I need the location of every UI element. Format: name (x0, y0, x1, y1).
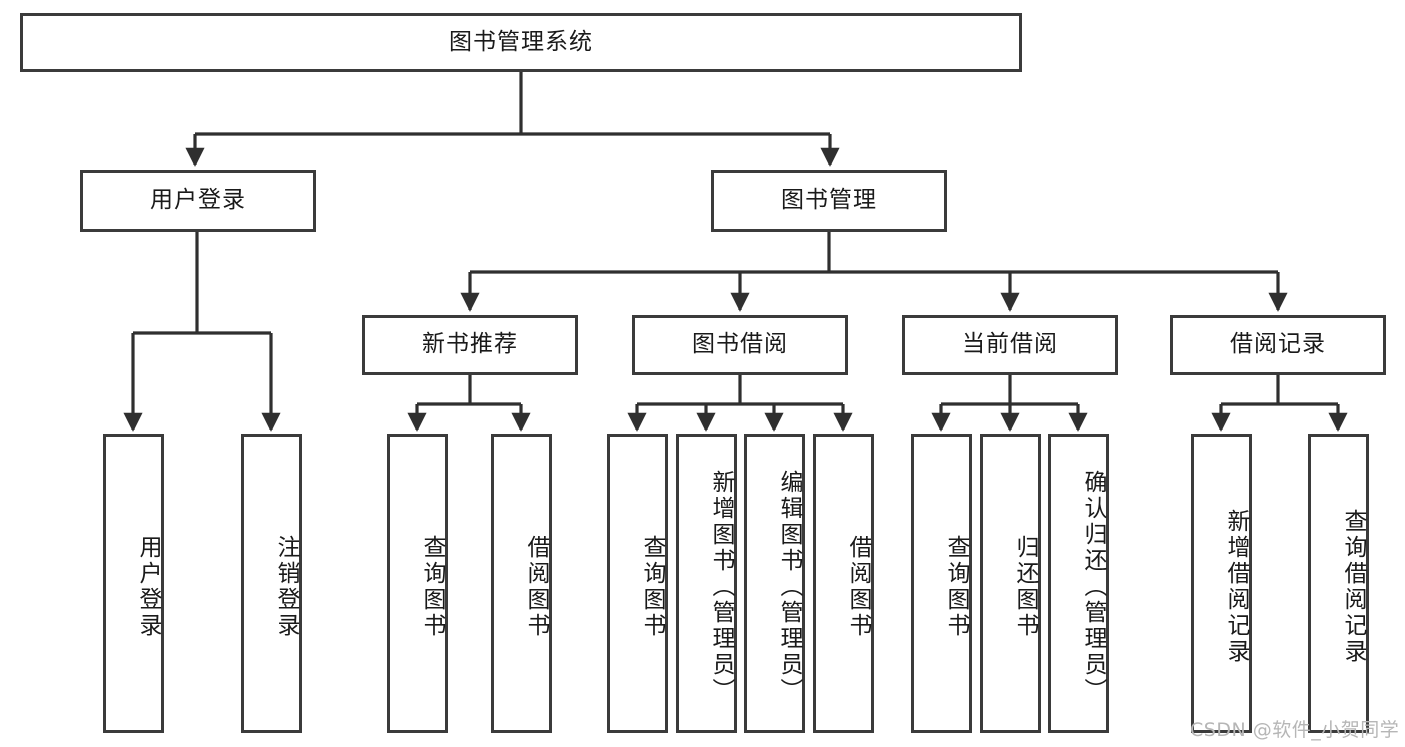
node-user-login[interactable]: 用户登录 (80, 170, 316, 232)
node-leaf-add-book-label: 新增图书（管理员） (708, 469, 734, 704)
node-root-label: 图书管理系统 (449, 28, 593, 55)
node-leaf-query-book-1-label: 查询图书 (419, 534, 445, 639)
node-leaf-return-book[interactable]: 归还图书 (980, 434, 1041, 733)
node-leaf-edit-book-label: 编辑图书（管理员） (776, 469, 802, 704)
node-borrow-record[interactable]: 借阅记录 (1170, 315, 1386, 375)
node-root[interactable]: 图书管理系统 (20, 13, 1022, 72)
node-book-borrow[interactable]: 图书借阅 (632, 315, 848, 375)
node-leaf-query-book-3-label: 查询图书 (943, 534, 969, 639)
node-leaf-borrow-book-1-label: 借阅图书 (523, 534, 549, 639)
node-book-borrow-label: 图书借阅 (692, 331, 788, 358)
node-leaf-query-book-2-label: 查询图书 (639, 534, 665, 639)
node-leaf-query-record-label: 查询借阅记录 (1340, 508, 1366, 665)
node-current-borrow-label: 当前借阅 (962, 331, 1058, 358)
node-current-borrow[interactable]: 当前借阅 (902, 315, 1118, 375)
node-leaf-query-book-2[interactable]: 查询图书 (607, 434, 668, 733)
node-leaf-confirm-return-label: 确认归还（管理员） (1080, 469, 1106, 704)
node-borrow-record-label: 借阅记录 (1230, 331, 1326, 358)
node-leaf-edit-book[interactable]: 编辑图书（管理员） (744, 434, 805, 733)
node-leaf-confirm-return[interactable]: 确认归还（管理员） (1048, 434, 1109, 733)
node-leaf-add-record[interactable]: 新增借阅记录 (1191, 434, 1252, 733)
node-leaf-add-record-label: 新增借阅记录 (1223, 508, 1249, 665)
node-leaf-query-book-1[interactable]: 查询图书 (387, 434, 448, 733)
node-leaf-user-login-label: 用户登录 (135, 534, 161, 639)
node-leaf-return-book-label: 归还图书 (1012, 534, 1038, 639)
node-leaf-user-login[interactable]: 用户登录 (103, 434, 164, 733)
node-leaf-borrow-book-2-label: 借阅图书 (845, 534, 871, 639)
node-leaf-query-book-3[interactable]: 查询图书 (911, 434, 972, 733)
node-leaf-borrow-book-2[interactable]: 借阅图书 (813, 434, 874, 733)
node-new-book-rec[interactable]: 新书推荐 (362, 315, 578, 375)
node-leaf-logout[interactable]: 注销登录 (241, 434, 302, 733)
node-new-book-rec-label: 新书推荐 (422, 331, 518, 358)
node-book-manage[interactable]: 图书管理 (711, 170, 947, 232)
watermark: CSDN @软件_小贺同学 (1190, 719, 1400, 741)
node-user-login-label: 用户登录 (150, 187, 246, 214)
node-leaf-query-record[interactable]: 查询借阅记录 (1308, 434, 1369, 733)
node-book-manage-label: 图书管理 (781, 187, 877, 214)
node-leaf-logout-label: 注销登录 (273, 534, 299, 639)
node-leaf-borrow-book-1[interactable]: 借阅图书 (491, 434, 552, 733)
node-leaf-add-book[interactable]: 新增图书（管理员） (676, 434, 737, 733)
